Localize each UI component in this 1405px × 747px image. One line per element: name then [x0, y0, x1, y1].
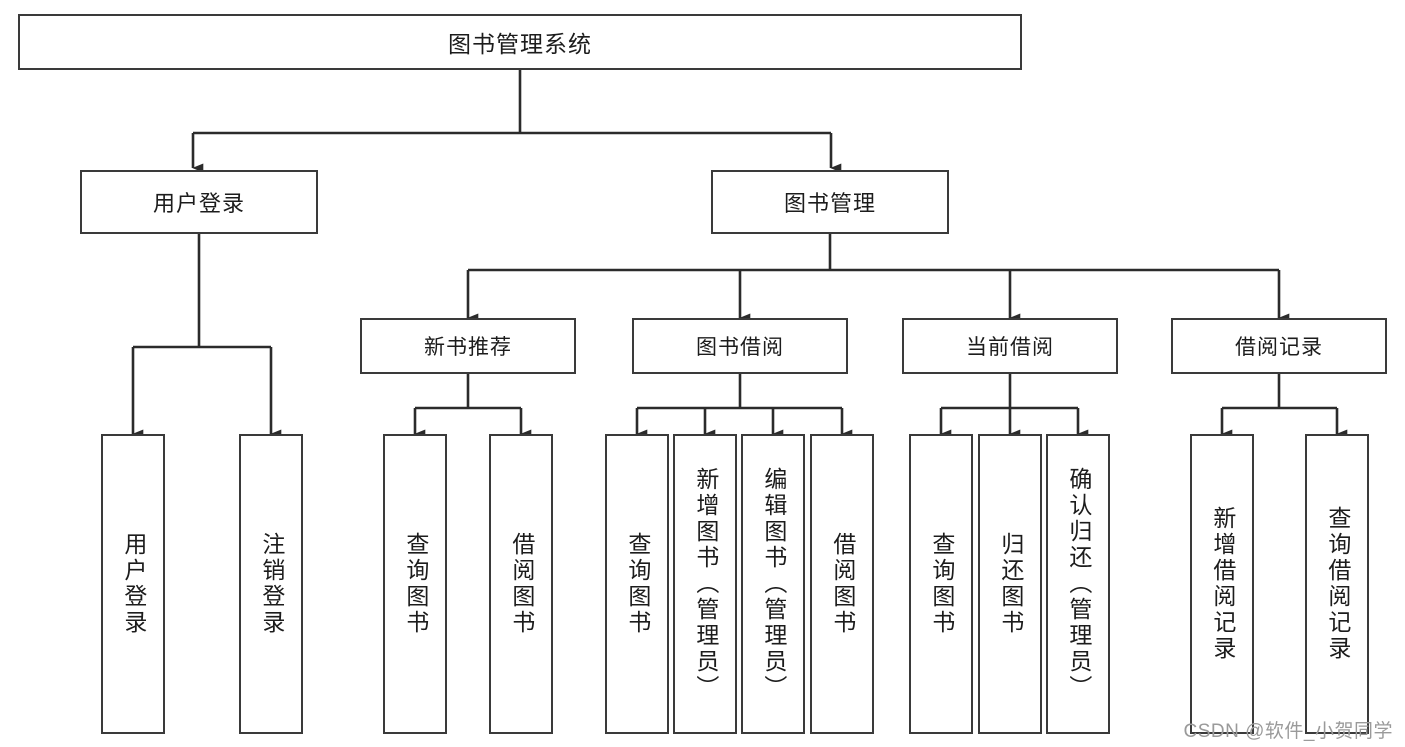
leaf-query-book-recommend-label: 查询图书 — [402, 532, 429, 636]
leaf-edit-book-admin[interactable]: 编辑图书（管理员） — [741, 434, 805, 734]
node-current-borrow[interactable]: 当前借阅 — [902, 318, 1118, 374]
leaf-query-borrow-record[interactable]: 查询借阅记录 — [1305, 434, 1369, 734]
leaf-query-book-current-label: 查询图书 — [928, 532, 955, 636]
node-book-management[interactable]: 图书管理 — [711, 170, 949, 234]
node-borrow-record-label: 借阅记录 — [1235, 336, 1323, 359]
leaf-add-book-admin[interactable]: 新增图书（管理员） — [673, 434, 737, 734]
leaf-edit-book-admin-label: 编辑图书（管理员） — [760, 467, 787, 701]
node-book-borrow-label: 图书借阅 — [696, 336, 784, 359]
leaf-query-borrow-record-label: 查询借阅记录 — [1324, 506, 1351, 662]
leaf-borrow-book-recommend-label: 借阅图书 — [508, 532, 535, 636]
node-current-borrow-label: 当前借阅 — [966, 336, 1054, 359]
node-user-login-label: 用户登录 — [152, 191, 245, 216]
leaf-return-book-label: 归还图书 — [997, 532, 1024, 636]
leaf-add-book-admin-label: 新增图书（管理员） — [692, 467, 719, 701]
leaf-return-book[interactable]: 归还图书 — [978, 434, 1042, 734]
csdn-watermark: CSDN @软件_小贺同学 — [1183, 721, 1393, 742]
leaf-logout[interactable]: 注销登录 — [239, 434, 303, 734]
node-root-label: 图书管理系统 — [448, 31, 592, 57]
leaf-add-borrow-record-label: 新增借阅记录 — [1209, 506, 1236, 662]
node-new-book-recommend[interactable]: 新书推荐 — [360, 318, 576, 374]
leaf-query-book-recommend[interactable]: 查询图书 — [383, 434, 447, 734]
leaf-add-borrow-record[interactable]: 新增借阅记录 — [1190, 434, 1254, 734]
node-root-book-management-system[interactable]: 图书管理系统 — [18, 14, 1022, 70]
leaf-logout-label: 注销登录 — [258, 532, 285, 636]
leaf-confirm-return-admin[interactable]: 确认归还（管理员） — [1046, 434, 1110, 734]
leaf-borrow-book[interactable]: 借阅图书 — [810, 434, 874, 734]
node-borrow-record[interactable]: 借阅记录 — [1171, 318, 1387, 374]
leaf-query-book-borrow-label: 查询图书 — [624, 532, 651, 636]
leaf-confirm-return-admin-label: 确认归还（管理员） — [1065, 467, 1092, 701]
leaf-user-login-label: 用户登录 — [120, 532, 147, 636]
node-user-login[interactable]: 用户登录 — [80, 170, 318, 234]
leaf-borrow-book-label: 借阅图书 — [829, 532, 856, 636]
leaf-query-book-borrow[interactable]: 查询图书 — [605, 434, 669, 734]
leaf-query-book-current[interactable]: 查询图书 — [909, 434, 973, 734]
node-book-borrow[interactable]: 图书借阅 — [632, 318, 848, 374]
leaf-borrow-book-recommend[interactable]: 借阅图书 — [489, 434, 553, 734]
leaf-user-login[interactable]: 用户登录 — [101, 434, 165, 734]
node-book-management-label: 图书管理 — [783, 191, 876, 216]
node-new-book-recommend-label: 新书推荐 — [424, 336, 512, 359]
